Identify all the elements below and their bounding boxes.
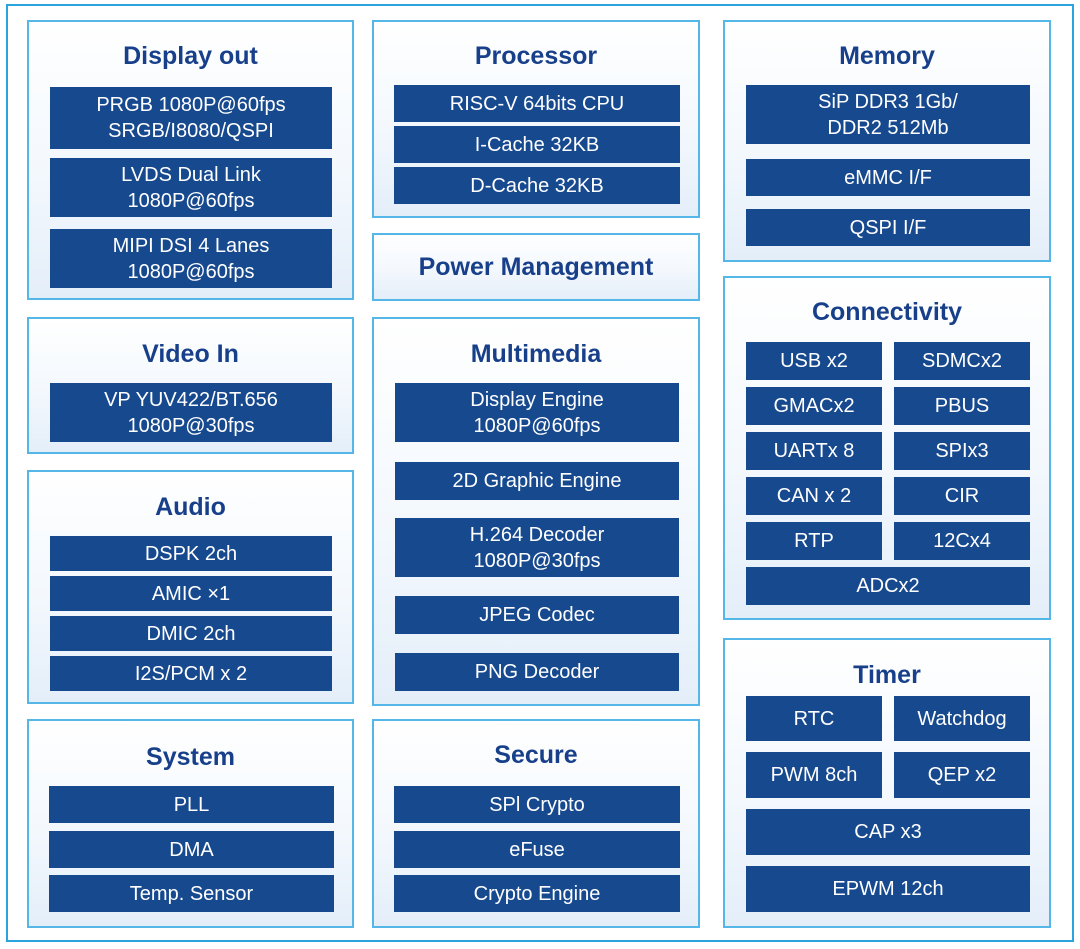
timer-block: Timer RTC Watchdog PWM 8ch QEP x2 CAP x3… [723, 638, 1051, 928]
connectivity-title: Connectivity [811, 298, 963, 326]
connectivity-adc: ADCx2 [746, 567, 1030, 605]
secure-title: Secure [494, 741, 578, 769]
audio-i2s-pcm: I2S/PCM x 2 [50, 656, 332, 691]
multimedia-h264-decoder: H.264 Decoder 1080P@30fps [395, 518, 679, 577]
connectivity-rtp: RTP [746, 522, 882, 560]
display-out-block: Display out PRGB 1080P@60fps SRGB/I8080/… [27, 20, 354, 300]
multimedia-display-engine: Display Engine 1080P@60fps [395, 383, 679, 442]
connectivity-cir: CIR [894, 477, 1030, 515]
connectivity-gmac: GMACx2 [746, 387, 882, 425]
timer-qep: QEP x2 [894, 752, 1030, 798]
timer-cap: CAP x3 [746, 809, 1030, 855]
connectivity-can: CAN x 2 [746, 477, 882, 515]
connectivity-block: Connectivity USB x2 SDMCx2 GMACx2 PBUS U… [723, 276, 1051, 620]
audio-dspk: DSPK 2ch [50, 536, 332, 571]
connectivity-sdmc: SDMCx2 [894, 342, 1030, 380]
multimedia-png-decoder: PNG Decoder [395, 653, 679, 691]
timer-pwm: PWM 8ch [746, 752, 882, 798]
timer-watchdog: Watchdog [894, 696, 1030, 741]
memory-ddr: SiP DDR3 1Gb/ DDR2 512Mb [746, 85, 1030, 144]
display-out-title: Display out [123, 42, 258, 70]
processor-cpu: RISC-V 64bits CPU [394, 85, 680, 122]
secure-efuse: eFuse [394, 831, 680, 868]
secure-crypto-engine: Crypto Engine [394, 875, 680, 912]
system-pll: PLL [49, 786, 334, 823]
audio-dmic: DMIC 2ch [50, 616, 332, 651]
connectivity-i2c: 12Cx4 [894, 522, 1030, 560]
system-block: System PLL DMA Temp. Sensor [27, 719, 354, 928]
processor-dcache: D-Cache 32KB [394, 167, 680, 204]
video-in-block: Video In VP YUV422/BT.656 1080P@30fps [27, 317, 354, 454]
video-in-vp: VP YUV422/BT.656 1080P@30fps [50, 383, 332, 442]
processor-icache: I-Cache 32KB [394, 126, 680, 163]
connectivity-pbus: PBUS [894, 387, 1030, 425]
connectivity-spi: SPIx3 [894, 432, 1030, 470]
processor-block: Processor RISC-V 64bits CPU I-Cache 32KB… [372, 20, 700, 218]
display-out-lvds: LVDS Dual Link 1080P@60fps [50, 158, 332, 217]
memory-qspi: QSPI I/F [746, 209, 1030, 246]
audio-block: Audio DSPK 2ch AMIC ×1 DMIC 2ch I2S/PCM … [27, 470, 354, 704]
connectivity-usb: USB x2 [746, 342, 882, 380]
memory-block: Memory SiP DDR3 1Gb/ DDR2 512Mb eMMC I/F… [723, 20, 1051, 262]
system-temp-sensor: Temp. Sensor [49, 875, 334, 912]
secure-block: Secure SPl Crypto eFuse Crypto Engine [372, 719, 700, 928]
display-out-prgb: PRGB 1080P@60fps SRGB/I8080/QSPI [50, 87, 332, 149]
memory-emmc: eMMC I/F [746, 159, 1030, 196]
memory-title: Memory [839, 42, 935, 70]
power-management-title: Power Management [418, 253, 654, 281]
timer-epwm: EPWM 12ch [746, 866, 1030, 912]
timer-rtc: RTC [746, 696, 882, 741]
audio-amic: AMIC ×1 [50, 576, 332, 611]
processor-title: Processor [474, 42, 598, 70]
display-out-mipi-dsi: MIPI DSI 4 Lanes 1080P@60fps [50, 229, 332, 288]
multimedia-2d-graphic-engine: 2D Graphic Engine [395, 462, 679, 500]
power-management-block: Power Management [372, 233, 700, 301]
system-dma: DMA [49, 831, 334, 868]
audio-title: Audio [155, 493, 226, 521]
secure-spl-crypto: SPl Crypto [394, 786, 680, 823]
video-in-title: Video In [142, 340, 239, 368]
system-title: System [146, 743, 235, 771]
multimedia-title: Multimedia [470, 340, 602, 368]
connectivity-uart: UARTx 8 [746, 432, 882, 470]
multimedia-jpeg-codec: JPEG Codec [395, 596, 679, 634]
timer-title: Timer [853, 661, 921, 689]
multimedia-block: Multimedia Display Engine 1080P@60fps 2D… [372, 317, 700, 706]
